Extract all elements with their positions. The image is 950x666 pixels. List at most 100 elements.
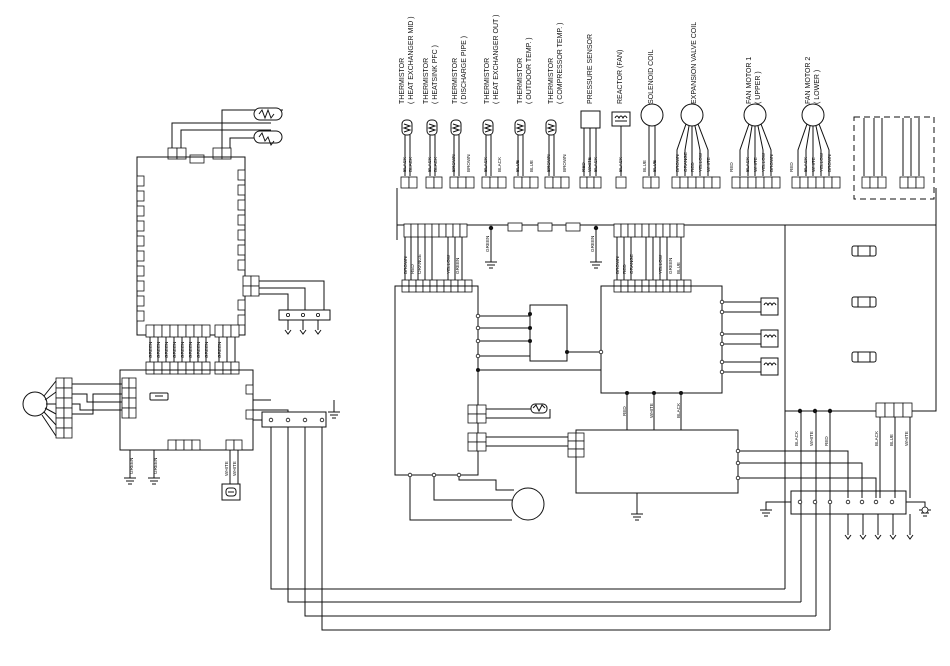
wire-label: ORANGE	[629, 254, 634, 274]
reactor-fan-body	[611, 111, 631, 127]
label-expansion-valve-coil: EXPANSION VALVE COIL	[691, 22, 698, 104]
fan-motor-2-body	[801, 103, 825, 127]
connector-pin	[513, 176, 523, 189]
wire-label: YELLOW	[658, 254, 663, 274]
wire-label: BROWN	[615, 256, 620, 274]
label-fan-motor-1: FAN MOTOR 1 ( UPPER )	[746, 55, 762, 104]
main-lower-left-box	[394, 285, 479, 476]
expansion-valve-body	[680, 103, 704, 127]
thermistor-zigzags	[402, 123, 556, 133]
wire-label: WHITE	[649, 403, 654, 418]
fuse-2	[851, 296, 877, 308]
wire-label: RED	[824, 436, 829, 446]
connector-pin	[642, 176, 652, 189]
wire-label: BROWN	[827, 154, 832, 172]
right-terminal-harness	[784, 411, 831, 630]
connector-pin	[877, 176, 887, 189]
connector-pin	[449, 176, 459, 189]
wire-label: BLACK	[803, 156, 808, 172]
wire-label: BLACK	[618, 156, 623, 172]
wire-label: BLUE	[515, 160, 520, 172]
wire-label: ORANGE	[417, 254, 422, 274]
connector-pin	[457, 176, 467, 189]
connector-pin	[687, 176, 697, 189]
wire-label: RED	[729, 162, 734, 172]
wire-label: GREEN	[129, 458, 134, 474]
wire-label: WHITE	[811, 157, 816, 172]
fan-motor-1-body	[743, 103, 767, 127]
fan-motor-2-symbol	[797, 103, 830, 176]
connector-pin	[481, 176, 491, 189]
main-lower-right-box	[600, 285, 723, 394]
connector-pin	[703, 176, 713, 189]
left-mid-wire-labels: GREEN GREEN GREEN GREEN GREEN GREEN GREE…	[148, 342, 222, 358]
label-thermistor-hex-out: THERMISTOR ( HEAT EXCHANGER OUT )	[484, 15, 500, 104]
wire-label: BROWN	[562, 154, 567, 172]
connector-pin	[593, 176, 602, 189]
solenoid-coil-body	[640, 103, 664, 127]
connector-pin	[747, 176, 757, 189]
connector-pin	[560, 176, 570, 189]
wire-label: YELLOW	[819, 152, 824, 172]
left-pcb-outline	[136, 156, 246, 336]
wire-label: GREEN	[180, 342, 185, 358]
connector-pin	[731, 176, 741, 189]
connector-pin	[529, 176, 539, 189]
wire-label: BROWN	[466, 154, 471, 172]
connector-pin	[763, 176, 773, 189]
fan-motor-bottom	[511, 487, 545, 521]
left-pcb-side-pins	[136, 169, 246, 326]
connector-pin	[815, 176, 825, 189]
label-thermistor-heatsink: THERMISTOR ( HEATSINK PFC )	[423, 45, 439, 104]
top-connector-row	[400, 176, 841, 189]
wire-label: RED	[789, 162, 794, 172]
left-motor-connector	[55, 377, 73, 439]
connector-pin	[615, 176, 627, 189]
wire-label: BLACK	[497, 156, 502, 172]
connector-pin	[791, 176, 801, 189]
fuse-1	[851, 245, 877, 257]
wire-label: WHITE	[753, 157, 758, 172]
connector-pin	[907, 176, 917, 189]
label-reactor-fan: REACTOR (FAN)	[617, 50, 624, 104]
wire-label: RED	[410, 264, 415, 274]
connector-pin	[465, 176, 475, 189]
wire-label: BLACK	[408, 156, 413, 172]
wire-label: ORANGE	[683, 152, 688, 172]
wire-label: BROWN	[675, 154, 680, 172]
connector-pin	[823, 176, 833, 189]
connector-pin	[552, 176, 562, 189]
thermistor-leads	[404, 135, 555, 176]
wire-label: RED	[622, 264, 627, 274]
wire-label: GREEN	[156, 342, 161, 358]
wire-label: BROWN	[403, 256, 408, 274]
wire-label: BLACK	[402, 156, 407, 172]
wire-label: WHITE	[904, 431, 909, 446]
fuses	[851, 245, 877, 363]
wire-label: BLACK	[794, 430, 799, 446]
wire-label: BLACK	[874, 430, 879, 446]
wire-label: WHITE	[224, 461, 229, 476]
reactor-fan-symbol	[611, 111, 631, 176]
connector-pin	[799, 176, 809, 189]
wire-label: WHITE	[809, 431, 814, 446]
connector-pin	[711, 176, 721, 189]
thermistor-symbols	[401, 119, 557, 176]
connector-pin	[579, 176, 588, 189]
wire-label: BLUE	[642, 160, 647, 172]
left-lower-pcb	[119, 369, 254, 451]
compressor-terminal-box	[575, 429, 739, 494]
label-fan-motor-2: FAN MOTOR 2 ( LOWER )	[805, 55, 821, 104]
wire-label: GREEN	[164, 342, 169, 358]
wire-label: BLUE	[529, 160, 534, 172]
wire-label: GREEN	[590, 236, 595, 252]
fuse-3	[851, 351, 877, 363]
wire-label: WHITE	[587, 157, 592, 172]
connector-pin	[899, 176, 909, 189]
wire-label: YELLOW	[698, 152, 703, 172]
wire-label: RED	[581, 162, 586, 172]
connector-pin	[671, 176, 681, 189]
wire-label: WHITE	[706, 157, 711, 172]
label-thermistor-hex-mid: THERMISTOR ( HEAT EXCHANGER MID )	[399, 16, 415, 104]
wire-label: BLACK	[433, 156, 438, 172]
